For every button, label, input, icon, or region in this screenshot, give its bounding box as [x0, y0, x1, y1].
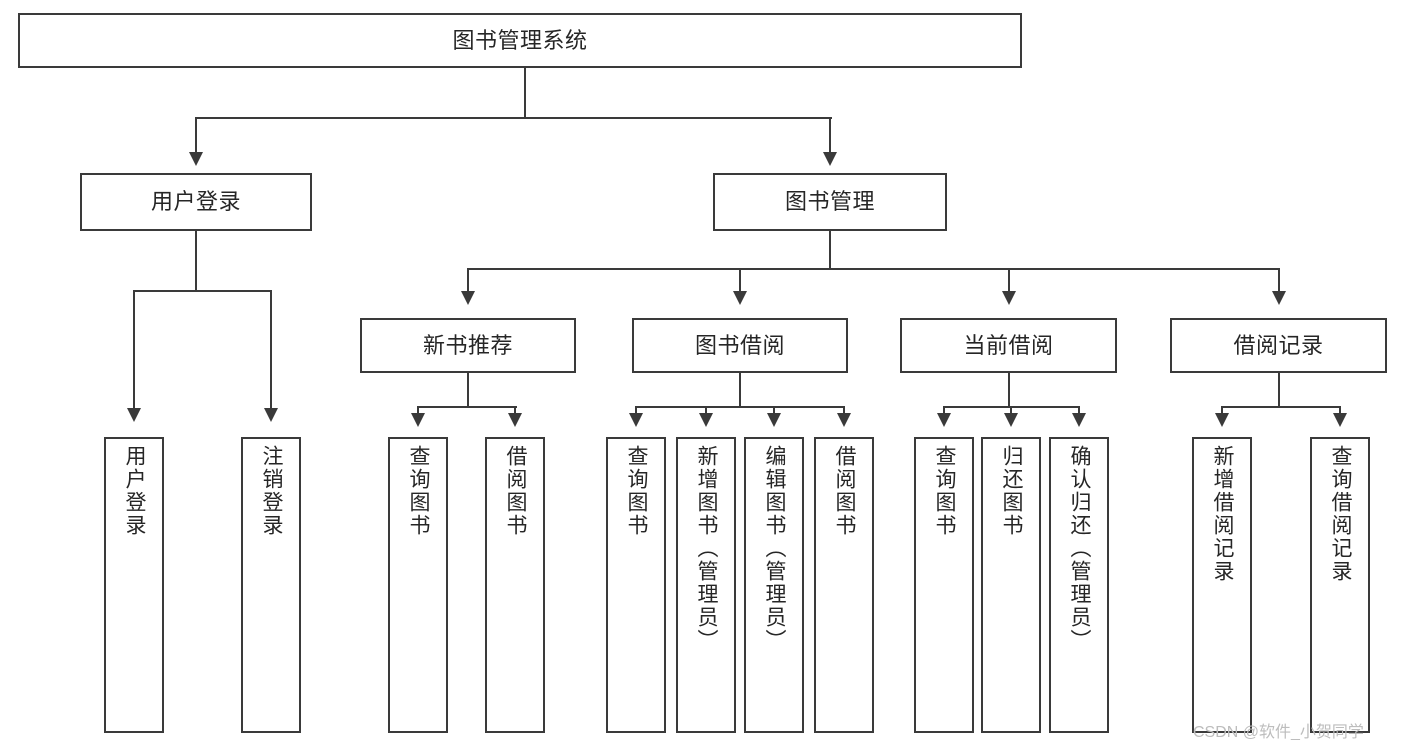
connector-user-login-drop-2 [270, 290, 272, 409]
arrow-to-user-login [189, 152, 203, 166]
connector-bb-stem [739, 373, 741, 407]
leaf-cb-return-book[interactable]: 归还图书 [981, 437, 1041, 733]
leaf-bb-query-book[interactable]: 查询图书 [606, 437, 666, 733]
connector-bm-drop-2 [739, 268, 741, 292]
node-user-login[interactable]: 用户登录 [80, 173, 312, 231]
node-borrow-record[interactable]: 借阅记录 [1170, 318, 1387, 373]
connector-bb-bus [635, 406, 844, 408]
arrow-to-leaf-cb-confirm-return [1072, 413, 1086, 427]
node-label: 借阅图书 [833, 445, 857, 537]
arrow-to-leaf-cb-query-book [937, 413, 951, 427]
connector-cb-drop-1 [943, 406, 945, 414]
node-label: 新增借阅记录 [1211, 445, 1235, 583]
arrow-to-book-manage [823, 152, 837, 166]
arrow-to-leaf-cb-return-book [1004, 413, 1018, 427]
node-label: 查询图书 [407, 445, 431, 537]
arrow-to-leaf-br-add-record [1215, 413, 1229, 427]
node-current-borrow[interactable]: 当前借阅 [900, 318, 1117, 373]
connector-book-management-bus [467, 268, 1279, 270]
arrow-to-leaf-bb-query-book [629, 413, 643, 427]
node-book-management[interactable]: 图书管理 [713, 173, 947, 231]
node-book-borrow[interactable]: 图书借阅 [632, 318, 848, 373]
arrow-to-leaf-bb-borrow-book [837, 413, 851, 427]
leaf-br-query-record[interactable]: 查询借阅记录 [1310, 437, 1370, 733]
arrow-to-new-book-recommend [461, 291, 475, 305]
connector-bm-drop-4 [1278, 268, 1280, 292]
connector-user-login-stem [195, 231, 197, 291]
leaf-nbr-query-book[interactable]: 查询图书 [388, 437, 448, 733]
connector-br-drop-2 [1339, 406, 1341, 414]
leaf-user-login[interactable]: 用户登录 [104, 437, 164, 733]
leaf-cb-confirm-return[interactable]: 确认归还（管理员） [1049, 437, 1109, 733]
connector-bm-drop-3 [1008, 268, 1010, 292]
connector-cb-drop-3 [1078, 406, 1080, 414]
arrow-to-current-borrow [1002, 291, 1016, 305]
connector-user-login-drop-1 [133, 290, 135, 409]
arrow-to-borrow-record [1272, 291, 1286, 305]
node-label: 借阅记录 [1233, 332, 1324, 358]
node-label: 图书管理 [784, 189, 875, 215]
arrow-to-leaf-br-query-record [1333, 413, 1347, 427]
connector-br-bus [1221, 406, 1340, 408]
arrow-to-book-borrow [733, 291, 747, 305]
node-label: 注销登录 [260, 445, 284, 537]
arrow-to-leaf-user-login [127, 408, 141, 422]
node-label: 确认归还（管理员） [1068, 445, 1092, 652]
connector-nbr-bus [417, 406, 517, 408]
connector-root-drop-left [195, 117, 197, 153]
connector-br-stem [1278, 373, 1280, 407]
connector-root-bus [196, 117, 832, 119]
connector-nbr-drop-2 [514, 406, 516, 414]
connector-bb-drop-1 [635, 406, 637, 414]
connector-bb-drop-3 [773, 406, 775, 414]
connector-bm-drop-1 [467, 268, 469, 292]
leaf-nbr-borrow-book[interactable]: 借阅图书 [485, 437, 545, 733]
leaf-bb-add-book[interactable]: 新增图书（管理员） [676, 437, 736, 733]
leaf-br-add-record[interactable]: 新增借阅记录 [1192, 437, 1252, 733]
connector-bb-drop-2 [705, 406, 707, 414]
connector-book-management-stem [829, 231, 831, 269]
arrow-to-leaf-bb-edit-book [767, 413, 781, 427]
node-label: 查询借阅记录 [1329, 445, 1353, 583]
connector-nbr-stem [467, 373, 469, 407]
arrow-to-leaf-logout [264, 408, 278, 422]
connector-br-drop-1 [1221, 406, 1223, 414]
leaf-logout[interactable]: 注销登录 [241, 437, 301, 733]
node-label: 查询图书 [625, 445, 649, 537]
leaf-bb-borrow-book[interactable]: 借阅图书 [814, 437, 874, 733]
node-label: 图书借阅 [694, 332, 785, 358]
arrow-to-leaf-bb-add-book [699, 413, 713, 427]
connector-nbr-drop-1 [417, 406, 419, 414]
connector-cb-stem [1008, 373, 1010, 407]
node-label: 借阅图书 [504, 445, 528, 537]
node-label: 用户登录 [150, 189, 241, 215]
connector-root-stem [524, 68, 526, 118]
arrow-to-leaf-nbr-query-book [411, 413, 425, 427]
node-label: 新书推荐 [422, 332, 513, 358]
connector-cb-drop-2 [1010, 406, 1012, 414]
leaf-bb-edit-book[interactable]: 编辑图书（管理员） [744, 437, 804, 733]
node-label: 当前借阅 [963, 332, 1054, 358]
connector-user-login-bus [133, 290, 271, 292]
node-label: 用户登录 [123, 445, 147, 537]
node-label: 编辑图书（管理员） [763, 445, 787, 652]
node-label: 归还图书 [1000, 445, 1024, 537]
node-label: 新增图书（管理员） [695, 445, 719, 652]
node-label: 图书管理系统 [452, 27, 588, 53]
node-new-book-recommend[interactable]: 新书推荐 [360, 318, 576, 373]
csdn-watermark: CSDN @软件_小贺同学 [1193, 724, 1364, 741]
node-root-system[interactable]: 图书管理系统 [18, 13, 1022, 68]
arrow-to-leaf-nbr-borrow-book [508, 413, 522, 427]
leaf-cb-query-book[interactable]: 查询图书 [914, 437, 974, 733]
connector-root-drop-right [829, 117, 831, 153]
node-label: 查询图书 [933, 445, 957, 537]
connector-bb-drop-4 [843, 406, 845, 414]
